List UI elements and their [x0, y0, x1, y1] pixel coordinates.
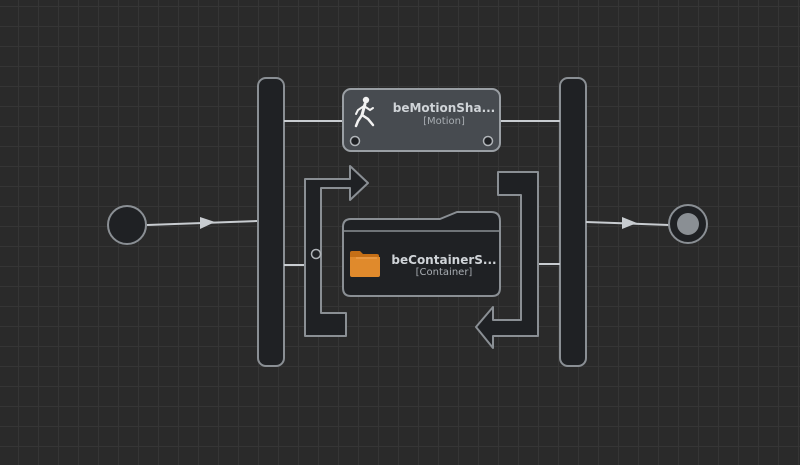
motion-node-port-right[interactable] [482, 135, 494, 147]
exit-transition-arrowhead [622, 217, 637, 229]
container-node[interactable] [342, 211, 501, 297]
motion-node-type-label: [Motion] [423, 116, 465, 127]
walking-figure-icon [354, 96, 375, 128]
folder-icon [350, 251, 380, 277]
motion-node-title: beMotionSha... [392, 101, 496, 115]
entry-transition-arrowhead [200, 217, 215, 229]
loop-left-port[interactable] [310, 248, 322, 260]
join-bar-right[interactable] [559, 77, 587, 367]
loop-arrow-right[interactable] [475, 171, 539, 349]
container-node-type-label: [Container] [415, 267, 473, 278]
container-node-title: beContainerS... [391, 253, 497, 267]
entry-state-icon[interactable] [107, 205, 147, 245]
exit-state-inner [677, 213, 699, 235]
loop-arrow-left[interactable] [304, 165, 369, 337]
fork-bar-left[interactable] [257, 77, 285, 367]
motion-node[interactable] [342, 88, 501, 152]
motion-node-port-left[interactable] [349, 135, 361, 147]
